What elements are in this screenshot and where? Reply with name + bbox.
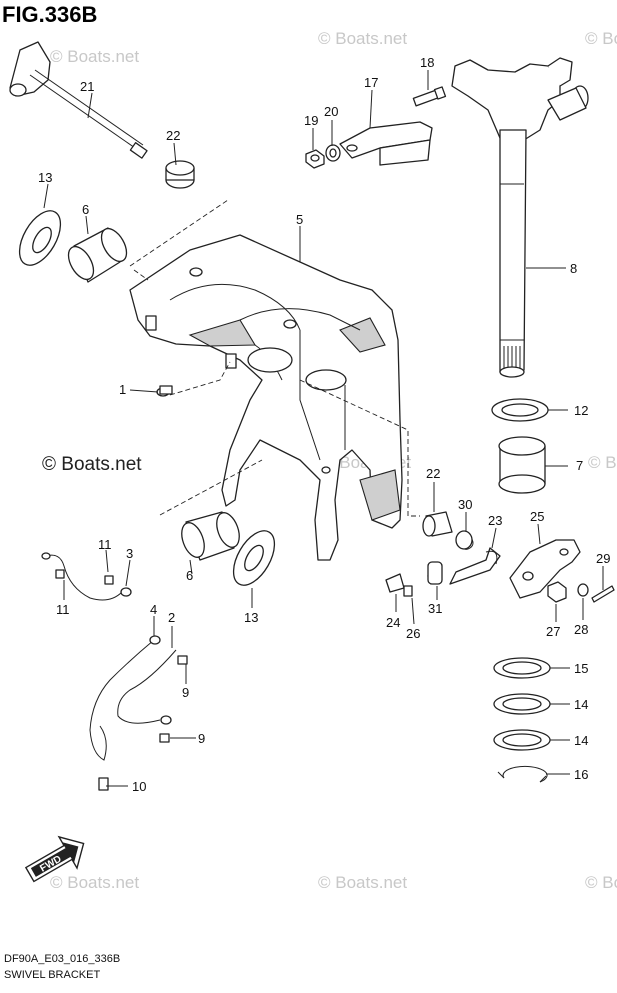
part-5-swivel-bracket [129, 234, 403, 561]
part-22-bushing [165, 160, 195, 189]
callout-13: 13 [38, 170, 52, 185]
part-31-spring [427, 561, 443, 585]
callout-4: 4 [150, 602, 157, 617]
part-11-bolt [55, 569, 114, 585]
watermark: © Boats.net [318, 873, 407, 892]
callout-2: 2 [168, 610, 175, 625]
watermark: © Boats.net [50, 873, 139, 892]
watermark: © Boats.net [318, 29, 407, 48]
callout-9: 9 [198, 731, 205, 746]
part-19-nut [305, 149, 325, 169]
part-14-washer [493, 693, 551, 715]
part-21-pin [9, 41, 148, 159]
callout-26: 26 [406, 626, 420, 641]
callout-8: 8 [570, 261, 577, 276]
part-27-nut [547, 581, 567, 603]
callout-19: 19 [304, 113, 318, 128]
part-25-lever [509, 539, 581, 599]
callout-6: 6 [82, 202, 89, 217]
watermark: © Boats.net [50, 47, 139, 66]
part-1-fitting [156, 385, 173, 397]
part-20-washer [325, 144, 341, 162]
leader-lines [43, 70, 604, 787]
watermark: © Boats.net [588, 453, 617, 472]
callout-22: 22 [166, 128, 180, 143]
callout-9: 9 [182, 685, 189, 700]
part-13-washer [18, 210, 62, 266]
watermark: © Boats.net [585, 873, 617, 892]
callout-31: 31 [428, 601, 442, 616]
callout-14: 14 [574, 697, 588, 712]
fwd-arrow-icon: FWD [24, 835, 85, 883]
part-12-washer [491, 398, 549, 422]
part-18-bolt [412, 86, 447, 107]
callout-27: 27 [546, 624, 560, 639]
callout-22: 22 [426, 466, 440, 481]
callout-3: 3 [126, 546, 133, 561]
figure-code: DF90A_E03_016_336B [4, 953, 120, 965]
callout-28: 28 [574, 622, 588, 637]
callout-15: 15 [574, 661, 588, 676]
part-26-bolt [403, 585, 413, 597]
part-16-circlip [497, 765, 548, 783]
part-4-cable [89, 635, 177, 761]
callout-10: 10 [132, 779, 146, 794]
part-22-bushing-right [422, 511, 453, 537]
callout-21: 21 [80, 79, 94, 94]
callout-20: 20 [324, 104, 338, 119]
callout-1: 1 [119, 382, 126, 397]
part-6-bushing [67, 227, 128, 283]
watermark: © Boats.net [585, 29, 617, 48]
guide-line [169, 361, 231, 396]
callout-14: 14 [574, 733, 588, 748]
part-9-bolt [159, 655, 188, 743]
callout-24: 24 [386, 615, 400, 630]
part-29-pin [591, 585, 615, 603]
part-30-spring [455, 530, 474, 550]
part-15-washer [493, 657, 551, 679]
callout-29: 29 [596, 551, 610, 566]
callout-23: 23 [488, 513, 502, 528]
callouts: 1 2 3 4 5 6 6 7 8 9 9 10 11 11 12 13 13 … [38, 55, 610, 794]
part-23-lever [449, 547, 501, 585]
callout-7: 7 [576, 458, 583, 473]
callout-25: 25 [530, 509, 544, 524]
part-14-washer [493, 729, 551, 751]
part-28-washer [577, 583, 589, 597]
part-17-bracket [339, 121, 433, 166]
guide-line [129, 199, 229, 281]
guide-line [159, 379, 420, 517]
callout-16: 16 [574, 767, 588, 782]
part-24-clip [385, 573, 405, 593]
figure-name: SWIVEL BRACKET [4, 969, 100, 981]
callout-30: 30 [458, 497, 472, 512]
part-10-bolt [98, 777, 109, 791]
callout-6: 6 [186, 568, 193, 583]
part-7-bushing [498, 436, 546, 494]
figure-title: FIG.336B [2, 2, 97, 27]
part-13-washer-lower [232, 530, 276, 586]
callout-5: 5 [296, 212, 303, 227]
callout-11: 11 [98, 537, 112, 552]
part-3-cable [41, 552, 132, 601]
callout-11: 11 [56, 602, 70, 617]
callout-18: 18 [420, 55, 434, 70]
part-8-steering-shaft [451, 57, 589, 378]
callout-12: 12 [574, 403, 588, 418]
callout-13: 13 [244, 610, 258, 625]
part-6-bushing-lower [181, 511, 240, 561]
watermark-center: © Boats.net [42, 454, 142, 475]
callout-17: 17 [364, 75, 378, 90]
